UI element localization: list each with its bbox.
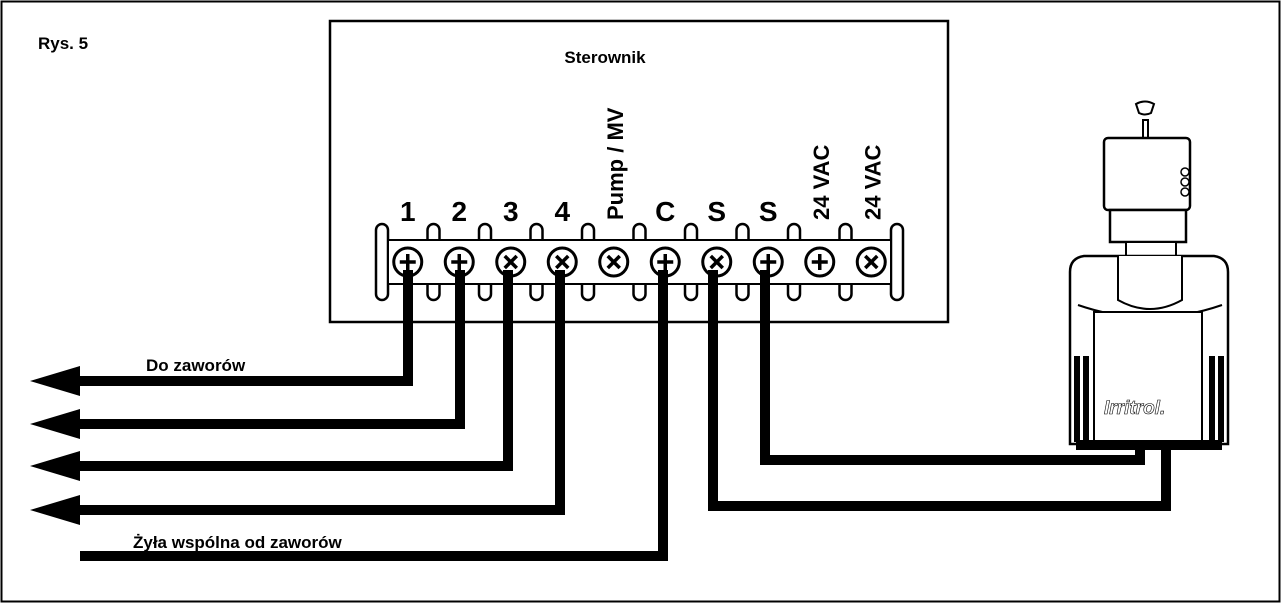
arrow-zone-2-icon bbox=[30, 409, 80, 439]
terminal-label-3: 3 bbox=[503, 196, 519, 227]
wire-zone-3 bbox=[60, 270, 513, 471]
plus-screw-icon bbox=[811, 254, 828, 270]
wire-sensor-1 bbox=[708, 270, 1171, 511]
terminal-label-7: S bbox=[707, 196, 726, 227]
wire-zone-4 bbox=[60, 270, 565, 515]
terminal-label-2: 2 bbox=[451, 196, 467, 227]
arrow-zone-1-icon bbox=[30, 366, 80, 396]
plus-screw-icon bbox=[451, 254, 468, 270]
rain-sensor-icon bbox=[1068, 100, 1230, 450]
terminal-label-10: 24 VAC bbox=[860, 144, 885, 220]
cross-screw-icon bbox=[606, 254, 621, 270]
terminal-label-8: S bbox=[759, 196, 778, 227]
plus-screw-icon bbox=[760, 254, 777, 270]
cross-screw-icon bbox=[709, 254, 724, 270]
cross-screw-icon bbox=[864, 254, 879, 270]
figure-label: Rys. 5 bbox=[38, 34, 88, 53]
terminal-separator bbox=[374, 222, 390, 302]
wire-group bbox=[60, 270, 1171, 561]
terminal-label-9: 24 VAC bbox=[809, 144, 834, 220]
arrow-zone-3-icon bbox=[30, 451, 80, 481]
plus-screw-icon bbox=[399, 254, 416, 270]
terminal-label-5: Pump / MV bbox=[603, 107, 628, 220]
terminal-strip: 1 2 3 4 Pump / MV C S S 24 VAC 24 VAC bbox=[374, 107, 905, 302]
terminal-label-4: 4 bbox=[554, 196, 570, 227]
wire-common bbox=[80, 270, 668, 561]
wire-zone-1 bbox=[60, 270, 413, 386]
terminal-label-6: C bbox=[655, 196, 675, 227]
terminal-separator bbox=[889, 222, 905, 302]
cross-screw-icon bbox=[503, 254, 518, 270]
plus-screw-icon bbox=[657, 254, 674, 270]
controller-title: Sterownik bbox=[564, 48, 646, 67]
terminal-label-1: 1 bbox=[400, 196, 416, 227]
wire-zone-2 bbox=[60, 270, 465, 429]
sensor-brand-logo: Irritrol. bbox=[1104, 398, 1165, 419]
arrow-zone-4-icon bbox=[30, 495, 80, 525]
to-valves-label: Do zaworów bbox=[146, 356, 246, 375]
cross-screw-icon bbox=[555, 254, 570, 270]
common-wire-label: Żyła wspólna od zaworów bbox=[133, 533, 343, 552]
